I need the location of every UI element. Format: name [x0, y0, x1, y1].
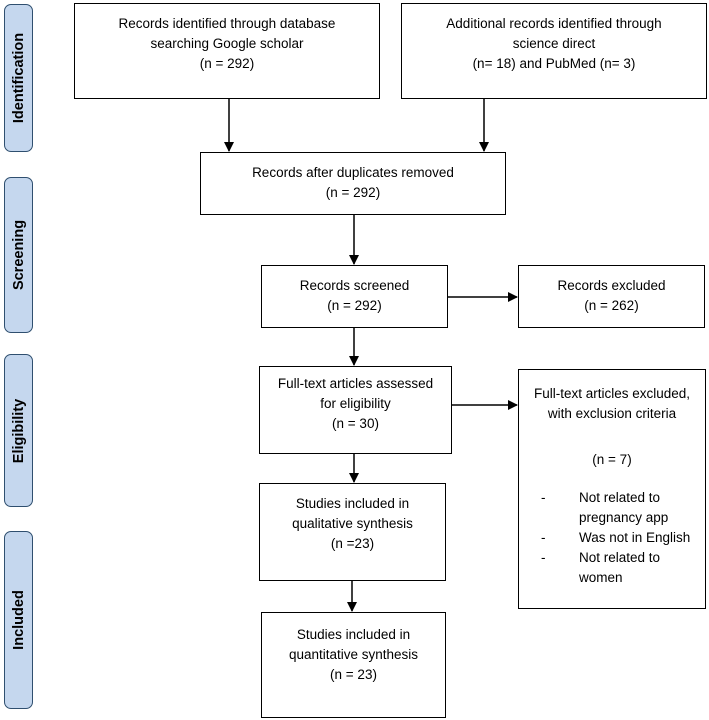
bullet-dash: -	[541, 530, 546, 545]
records-excluded-count: (n = 262)	[584, 298, 639, 313]
box-duplicates-removed: Records after duplicates removed (n = 29…	[200, 152, 506, 215]
qualitative-synthesis-line1: Studies included in	[295, 496, 410, 511]
box-database-search: Records identified through database sear…	[74, 3, 380, 99]
records-screened-line1: Records screened	[299, 278, 410, 293]
criterion-1-line1: Not related to	[579, 490, 661, 505]
exclusion-criterion: - Not related to pregnancy app	[519, 488, 705, 528]
bullet-dash: -	[541, 490, 546, 505]
box-fulltext-assessed: Full-text articles assessed for eligibil…	[259, 366, 452, 454]
criterion-3-line1: Not related to	[579, 550, 661, 565]
phase-identification: Identification	[4, 4, 33, 152]
criterion-1-line2: pregnancy app	[579, 510, 669, 525]
fulltext-excluded-line2: with exclusion criteria	[547, 406, 677, 421]
fulltext-assessed-line2: for eligibility	[320, 396, 391, 411]
box-records-excluded: Records excluded (n = 262)	[518, 265, 705, 328]
box-qualitative-synthesis: Studies included in qualitative synthesi…	[259, 483, 446, 581]
fulltext-excluded-count: (n = 7)	[592, 452, 632, 467]
additional-records-line2: science direct	[512, 36, 596, 51]
box-records-screened: Records screened (n = 292)	[261, 265, 448, 328]
fulltext-excluded-line1: Full-text articles excluded,	[533, 386, 691, 401]
duplicates-removed-line1: Records after duplicates removed	[252, 165, 454, 180]
qualitative-synthesis-line2: qualitative synthesis	[292, 516, 413, 531]
box-fulltext-excluded: Full-text articles excluded, with exclus…	[518, 369, 706, 609]
exclusion-criterion: - Not related to women	[519, 548, 705, 588]
records-screened-count: (n = 292)	[327, 298, 382, 313]
fulltext-assessed-line1: Full-text articles assessed	[277, 376, 434, 391]
database-search-count: (n = 292)	[199, 56, 255, 71]
box-quantitative-synthesis: Studies included in quantitative synthes…	[261, 612, 446, 718]
records-excluded-line1: Records excluded	[557, 278, 666, 293]
qualitative-synthesis-count: (n =23)	[330, 536, 375, 551]
phase-eligibility: Eligibility	[4, 354, 33, 507]
duplicates-removed-count: (n = 292)	[325, 185, 381, 200]
bullet-dash: -	[541, 550, 546, 565]
additional-records-line1: Additional records identified through	[446, 16, 662, 31]
quantitative-synthesis-line2: quantitative synthesis	[288, 647, 419, 662]
exclusion-criteria-list: - Not related to pregnancy app - Was not…	[519, 488, 705, 588]
database-search-line2: searching Google scholar	[150, 36, 304, 51]
quantitative-synthesis-count: (n = 23)	[330, 667, 377, 682]
phase-included: Included	[4, 531, 33, 709]
database-search-line1: Records identified through database	[118, 16, 336, 31]
phase-screening: Screening	[4, 177, 33, 333]
exclusion-criterion: - Was not in English	[519, 528, 705, 548]
fulltext-assessed-count: (n = 30)	[332, 416, 379, 431]
quantitative-synthesis-line1: Studies included in	[296, 627, 411, 642]
additional-records-count: (n= 18) and PubMed (n= 3)	[472, 56, 636, 71]
criterion-2-line1: Was not in English	[579, 530, 691, 545]
criterion-3-line2: women	[579, 570, 623, 585]
box-additional-records: Additional records identified through sc…	[401, 3, 707, 99]
